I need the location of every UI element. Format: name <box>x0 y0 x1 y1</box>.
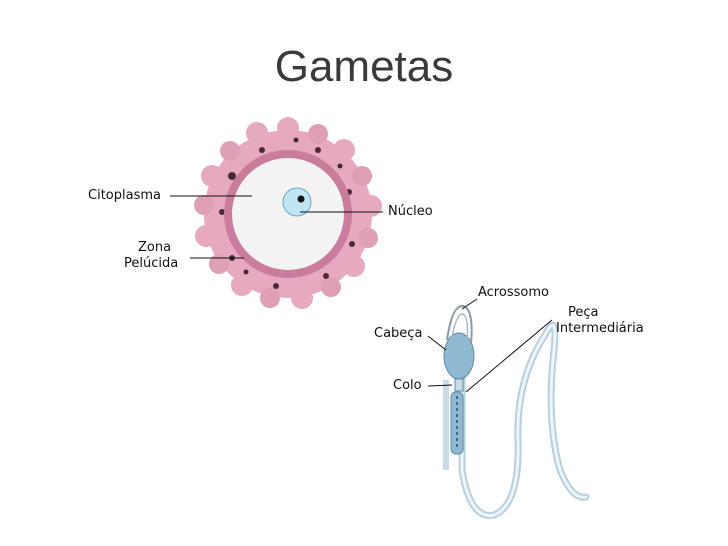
nucleolus <box>297 195 305 203</box>
label-colo: Colo <box>393 378 422 393</box>
slide-title: Gametas <box>274 42 454 91</box>
label-acrossomo: Acrossomo <box>478 285 549 300</box>
acrossomo-leader-line <box>461 298 478 310</box>
label-peca-line2: Intermediária <box>556 321 644 336</box>
nucleus <box>282 187 312 217</box>
label-cabeca: Cabeça <box>374 326 423 341</box>
peca-leader-line <box>465 319 553 393</box>
head <box>443 332 475 380</box>
label-citoplasma: Citoplasma <box>88 188 161 203</box>
label-nucleo: Núcleo <box>388 204 433 219</box>
cabeca-leader-line <box>427 335 447 351</box>
acrosome <box>446 305 473 344</box>
colo-leader-line <box>427 384 453 387</box>
oocyte-illustration <box>194 117 382 309</box>
label-peca-line1: Peça <box>568 305 599 320</box>
label-zona-line2: Pelúcida <box>124 256 179 271</box>
neck <box>454 378 464 392</box>
cytoplasm <box>232 158 344 270</box>
sperm-illustration <box>443 305 590 519</box>
label-zona-line1: Zona <box>138 240 172 255</box>
